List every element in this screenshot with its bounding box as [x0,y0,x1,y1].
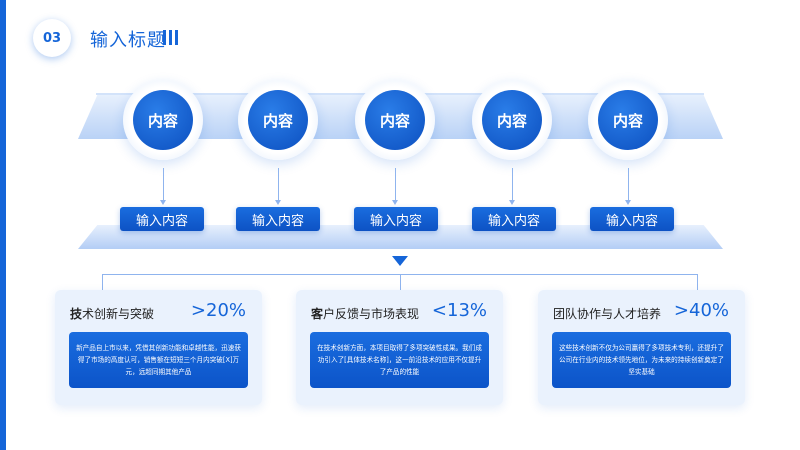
node-pill-5: 输入内容 [590,207,674,231]
node-connector [628,168,629,200]
card-title: 团队协作与人才培养 [553,307,662,321]
left-accent-bar [0,0,6,450]
node-circle-4: 内容 [472,80,552,160]
card-percent: <13% [431,300,487,321]
node-connector [512,168,513,200]
branch-drop-line [697,274,698,290]
card-body: 这些技术创新不仅为公司赢得了多项技术专利，还提升了公司在行业内的技术领先地位，为… [552,332,731,388]
info-card-3: 团队协作与人才培养 >40% 这些技术创新不仅为公司赢得了多项技术专利，还提升了… [538,290,745,405]
page-title: 输入标题 [90,30,166,51]
node-circle-2: 内容 [238,80,318,160]
node-pill-2: 输入内容 [236,207,320,231]
node-circle-label: 内容 [365,90,425,150]
card-title: 技术创新与突破 [70,307,155,321]
info-card-1: 技术创新与突破 >20% 新产品自上市以来，凭借其创新功能和卓越性能，迅速获得了… [55,290,262,405]
connector-arrow-icon [509,200,515,205]
connector-arrow-icon [392,200,398,205]
node-circle-label: 内容 [133,90,193,150]
node-pill-1: 输入内容 [120,207,204,231]
page-number-badge: 03 [33,19,71,57]
node-circle-label: 内容 [482,90,542,150]
connector-arrow-icon [625,200,631,205]
node-pill-3: 输入内容 [354,207,438,231]
node-connector [395,168,396,200]
title-decoration-icon [163,30,178,45]
node-circle-label: 内容 [248,90,308,150]
connector-arrow-icon [275,200,281,205]
card-body: 新产品自上市以来，凭借其创新功能和卓越性能，迅速获得了市场的高度认可，销售额在短… [69,332,248,388]
node-circle-label: 内容 [598,90,658,150]
node-connector [163,168,164,200]
card-title: 客户反馈与市场表现 [311,307,420,321]
node-connector [278,168,279,200]
connector-arrow-icon [160,200,166,205]
node-circle-1: 内容 [123,80,203,160]
node-circle-3: 内容 [355,80,435,160]
node-circle-5: 内容 [588,80,668,160]
card-body: 在技术创新方面，本项目取得了多项突破性成果。我们成功引入了[具体技术名称]，这一… [310,332,489,388]
down-triangle-icon [392,256,408,266]
card-percent: >20% [190,300,246,321]
node-pill-4: 输入内容 [472,207,556,231]
branch-drop-line [400,274,401,290]
info-card-2: 客户反馈与市场表现 <13% 在技术创新方面，本项目取得了多项突破性成果。我们成… [296,290,503,405]
card-percent: >40% [673,300,729,321]
branch-drop-line [102,274,103,290]
